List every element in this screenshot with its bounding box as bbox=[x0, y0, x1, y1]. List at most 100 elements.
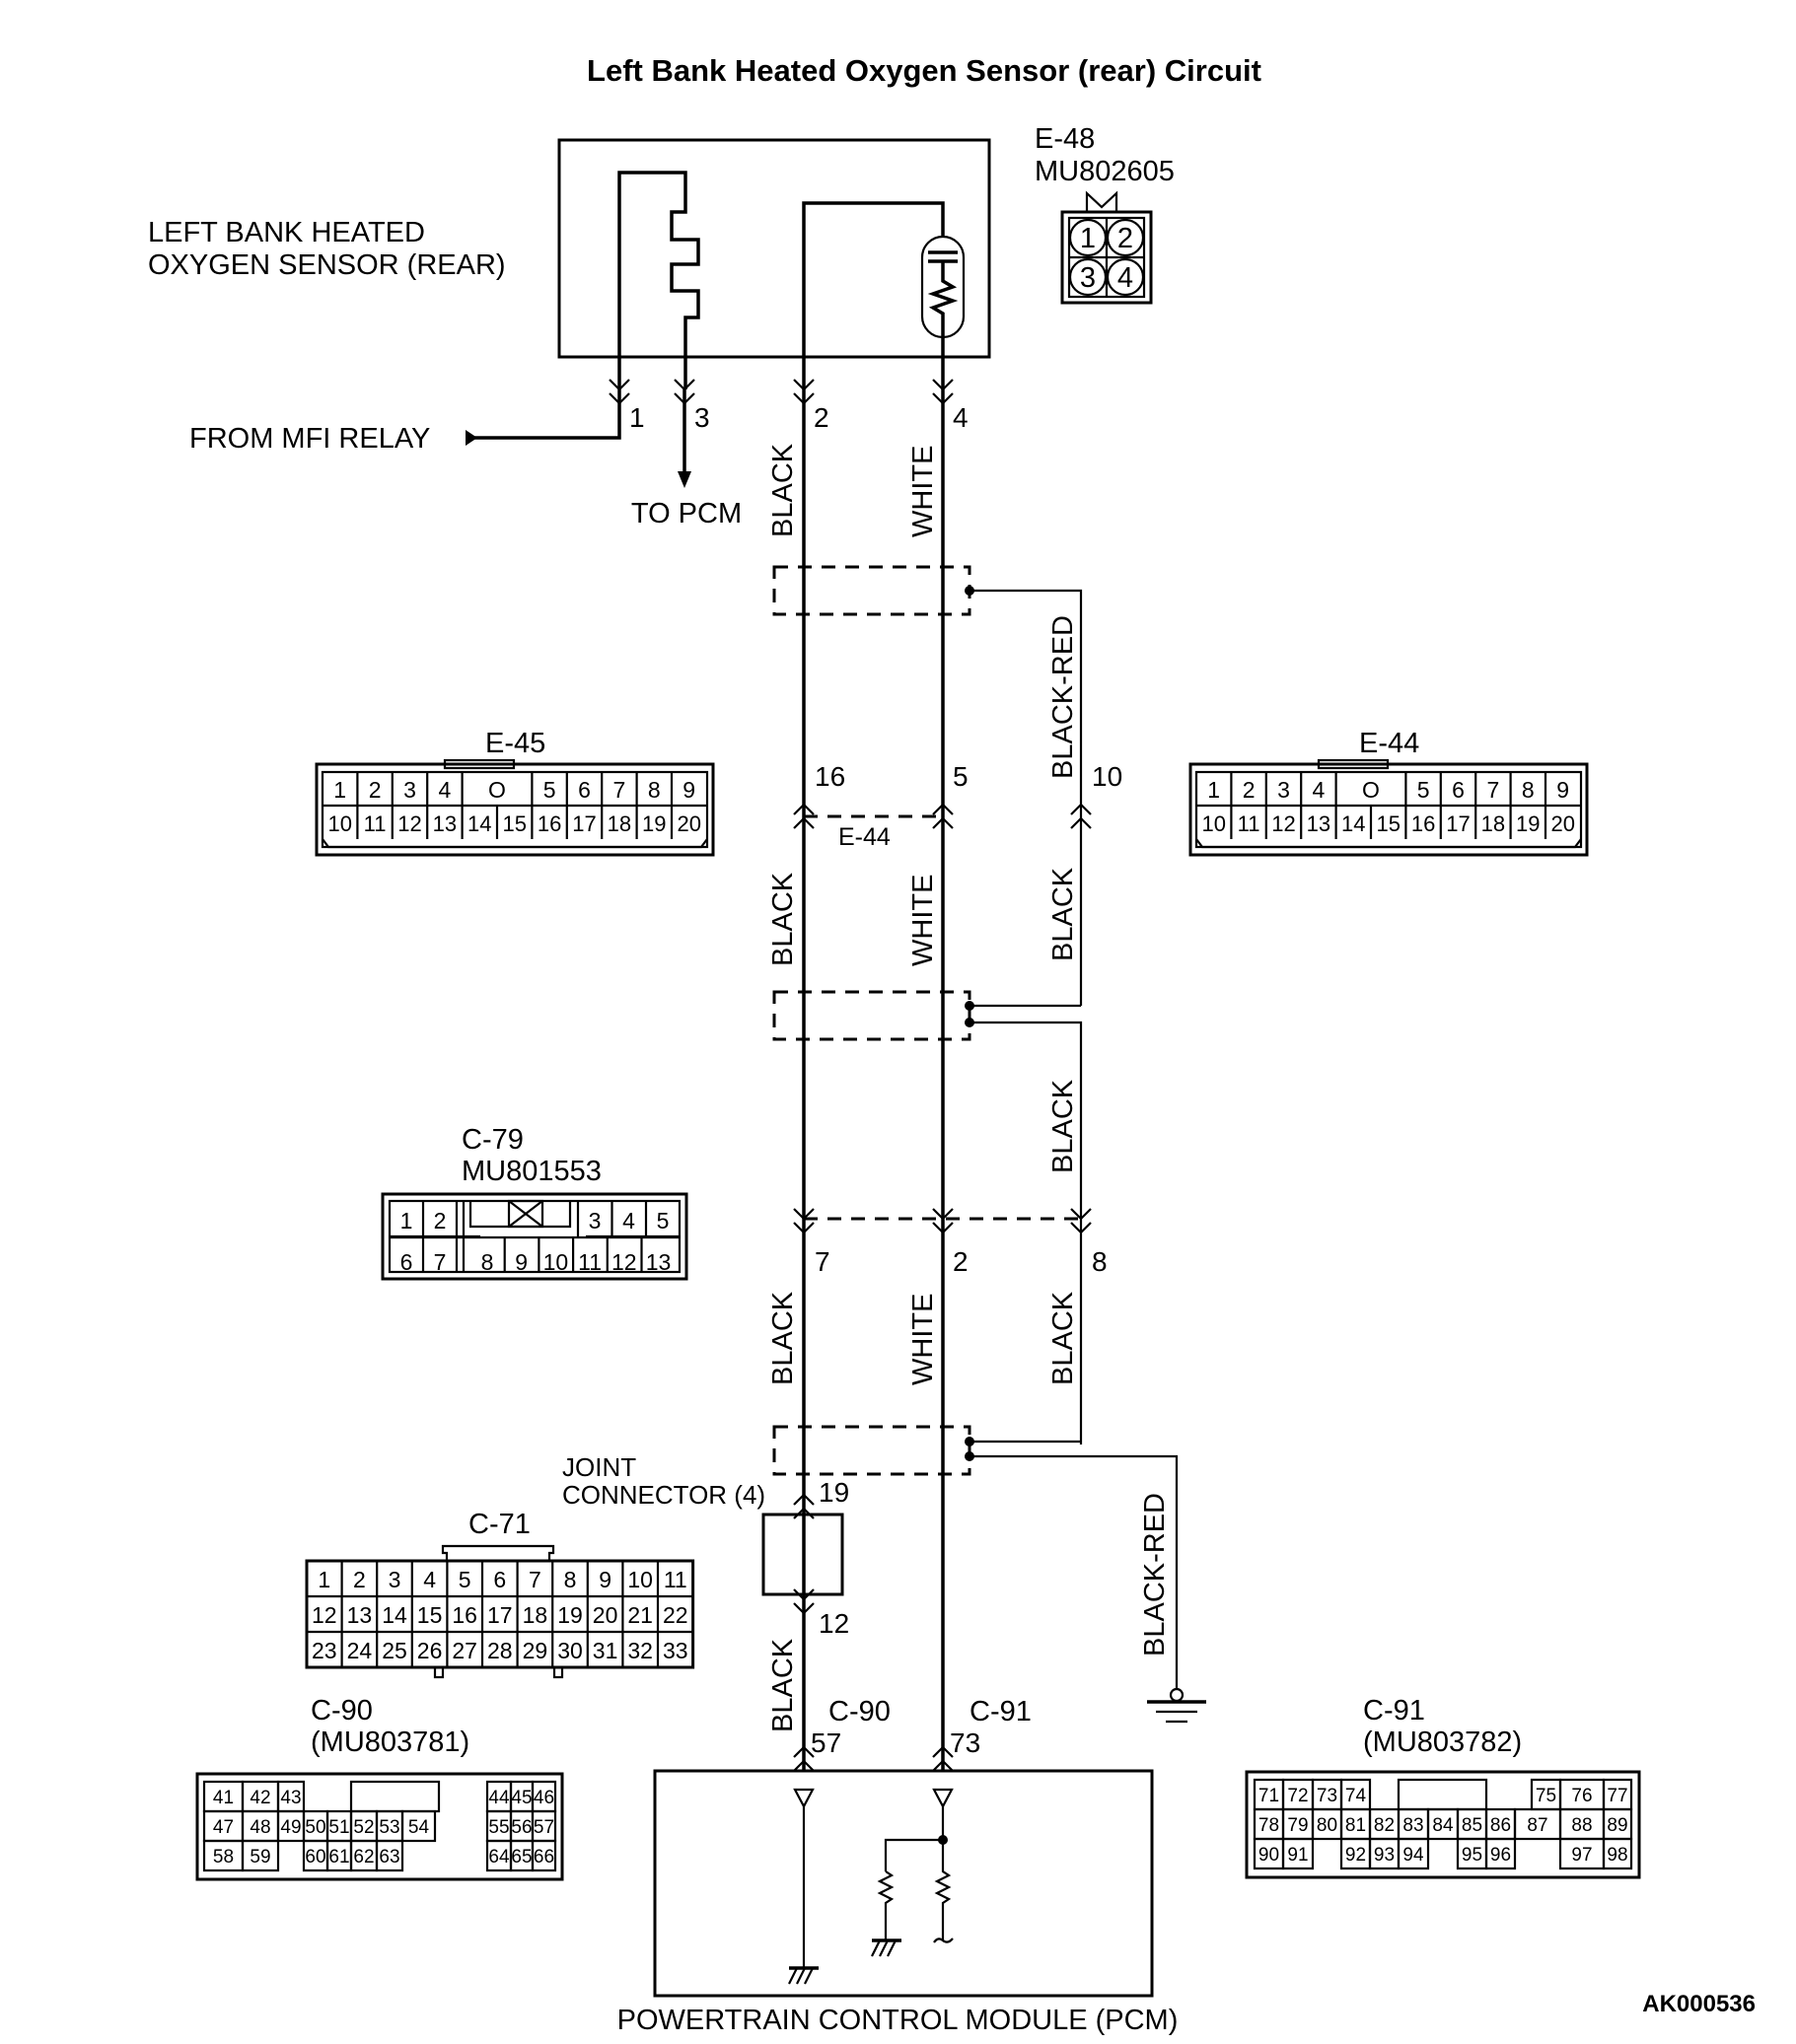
cell bbox=[400, 1809, 437, 1843]
c91-pin: 78 bbox=[1258, 1815, 1279, 1836]
joint-connector bbox=[761, 1513, 844, 1596]
c91-pin: 79 bbox=[1287, 1815, 1308, 1836]
wire-black-red-upper bbox=[970, 589, 1083, 809]
c91-pin: 74 bbox=[1345, 1786, 1367, 1806]
c90-pin: 51 bbox=[328, 1817, 349, 1838]
cell bbox=[1602, 1837, 1633, 1870]
c90-pin: 53 bbox=[379, 1817, 399, 1838]
conn-e44-pin: 9 bbox=[1556, 777, 1569, 803]
conn-e45-pin: 2 bbox=[369, 777, 382, 803]
conn-e45-pin: 18 bbox=[608, 811, 631, 836]
connector-key bbox=[433, 1665, 445, 1679]
c91-pin: 85 bbox=[1462, 1815, 1482, 1836]
c91-pin: 97 bbox=[1571, 1845, 1592, 1866]
wire-color-black-1: BLACK bbox=[767, 443, 799, 537]
conn-e44-pin: 13 bbox=[1307, 811, 1330, 836]
conn-e44-pin: O bbox=[1362, 777, 1380, 803]
pcm-conn-c91-label: C-91 bbox=[970, 1696, 1032, 1727]
c71-pin: 5 bbox=[459, 1567, 471, 1592]
c91-pin: 72 bbox=[1287, 1786, 1308, 1806]
wire-color-black-red-1: BLACK-RED bbox=[1047, 615, 1079, 779]
conn-e45-pin: 10 bbox=[327, 811, 351, 836]
joint-connector-label-2: CONNECTOR (4) bbox=[562, 1480, 765, 1510]
c71-pin: 11 bbox=[664, 1567, 687, 1592]
c91-pin: 80 bbox=[1317, 1815, 1337, 1836]
conn-e45-pin: 20 bbox=[677, 811, 700, 836]
c91-pin: 89 bbox=[1607, 1815, 1627, 1836]
connector-key bbox=[322, 838, 708, 849]
c90-pin: 43 bbox=[280, 1788, 301, 1808]
c71-pin: 25 bbox=[382, 1638, 407, 1663]
c71-pin: 16 bbox=[452, 1602, 477, 1628]
conn-e44-pin: 1 bbox=[1207, 777, 1220, 803]
to-pcm-label: TO PCM bbox=[631, 498, 742, 529]
c71-pin: 29 bbox=[523, 1638, 548, 1663]
c71-pin: 9 bbox=[599, 1567, 611, 1592]
conn-e44-pin: 5 bbox=[1417, 777, 1430, 803]
connector-e48-part: MU802605 bbox=[1035, 156, 1175, 187]
conn-e44-pin: 4 bbox=[1313, 777, 1326, 803]
c71-pin: 30 bbox=[557, 1638, 583, 1663]
connector-c71-name: C-71 bbox=[468, 1509, 531, 1540]
c90-pin: 56 bbox=[511, 1817, 532, 1838]
wire-color-black-6: BLACK bbox=[1047, 1291, 1079, 1385]
conn-e45-pin: 9 bbox=[682, 777, 695, 803]
connector-chevron-icon bbox=[1070, 1208, 1092, 1221]
wire-color-black-4: BLACK bbox=[1047, 1079, 1079, 1173]
connector-chevron-icon bbox=[932, 1759, 954, 1772]
sensor-label-line2: OXYGEN SENSOR (REAR) bbox=[148, 249, 506, 281]
c90-pin: 60 bbox=[305, 1847, 325, 1868]
connector-chevron-icon bbox=[793, 1208, 815, 1221]
connector-chevron-icon bbox=[793, 1745, 815, 1758]
conn-e45-pin: 13 bbox=[433, 811, 457, 836]
connector-e48: E-48 MU802605 1 2 3 4 bbox=[1035, 123, 1175, 305]
conn-e45-pin: 16 bbox=[538, 811, 561, 836]
c90-pin: 57 bbox=[534, 1817, 554, 1838]
c90-pin: 58 bbox=[213, 1847, 234, 1868]
connector-c90-name: C-90 bbox=[311, 1695, 373, 1727]
c91-pin: 96 bbox=[1490, 1845, 1511, 1866]
wire-mfi-relay bbox=[473, 389, 621, 440]
connector-outline bbox=[1245, 1770, 1641, 1879]
from-mfi-relay-label: FROM MFI RELAY bbox=[189, 423, 430, 455]
c90-pin: 48 bbox=[250, 1817, 270, 1838]
lock-icon bbox=[507, 1199, 544, 1229]
c71-pin: 21 bbox=[627, 1602, 653, 1628]
c79-pin: 13 bbox=[646, 1249, 672, 1275]
conn-e44-pin: 20 bbox=[1550, 811, 1574, 836]
conn-e45-pin: O bbox=[488, 777, 506, 803]
c71-pin: 28 bbox=[487, 1638, 513, 1663]
c91-pin: 90 bbox=[1258, 1845, 1279, 1866]
c71-pin: 18 bbox=[523, 1602, 548, 1628]
joint-pin-12: 12 bbox=[819, 1608, 849, 1639]
connector-chevron-icon bbox=[793, 392, 815, 405]
c71-pin: 8 bbox=[564, 1567, 577, 1592]
conn-e44-pin: 8 bbox=[1522, 777, 1535, 803]
pcm-conn-c90-label: C-90 bbox=[828, 1696, 891, 1727]
c91-pin: 82 bbox=[1374, 1815, 1395, 1836]
conn-e44-pin: 10 bbox=[1201, 811, 1225, 836]
c71-pin: 6 bbox=[493, 1567, 506, 1592]
conn-e45-pin: 4 bbox=[439, 777, 452, 803]
c91-pin: 86 bbox=[1490, 1815, 1511, 1836]
c71-pin: 26 bbox=[417, 1638, 443, 1663]
c79-pin-8: 8 bbox=[1092, 1246, 1108, 1277]
conn-e45-pin: 17 bbox=[572, 811, 596, 836]
c71-pin: 4 bbox=[423, 1567, 436, 1592]
connector-chevron-icon bbox=[932, 1222, 954, 1234]
conn-e44-pin: 7 bbox=[1487, 777, 1500, 803]
wire-color-black-red-2: BLACK-RED bbox=[1139, 1493, 1171, 1656]
connector-c79-name: C-79 bbox=[462, 1124, 524, 1156]
e48-pin-3: 3 bbox=[1080, 262, 1096, 294]
diagram-title: Left Bank Heated Oxygen Sensor (rear) Ci… bbox=[587, 53, 1261, 88]
c91-pin: 83 bbox=[1402, 1815, 1423, 1836]
c79-pin: 3 bbox=[589, 1208, 602, 1233]
connector-chevron-icon bbox=[793, 803, 815, 815]
c71-pin: 22 bbox=[663, 1602, 688, 1628]
wire-black-right-2 bbox=[970, 1021, 1083, 1445]
oxygen-sensor bbox=[557, 138, 991, 389]
c79-pin: 4 bbox=[622, 1208, 635, 1233]
c90-pin: 52 bbox=[353, 1817, 374, 1838]
